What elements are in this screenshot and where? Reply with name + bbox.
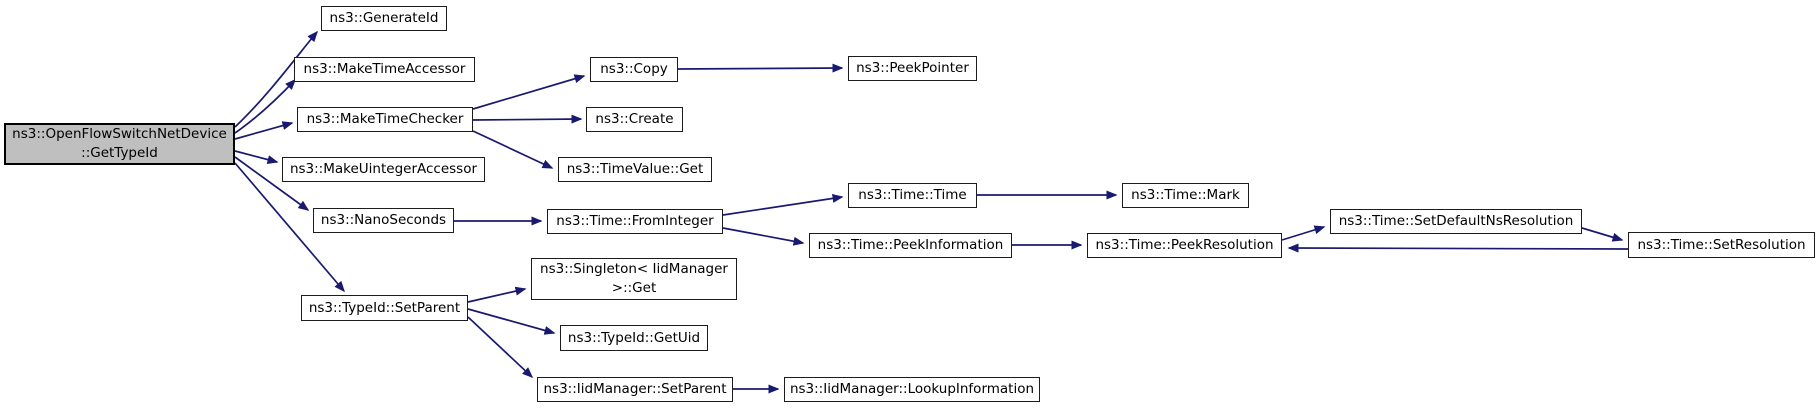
- call-graph-edge-copy-to-peekpointer: [677, 63, 844, 73]
- call-graph-edge-frominteger-to-peekinformation: [722, 227, 805, 246]
- call-graph-edge-frominteger-to-timetime: [722, 193, 844, 216]
- node-label: ns3::Time::SetResolution: [1637, 236, 1806, 253]
- call-graph-edge-gettypeid-to-maketimeaccessor: [234, 78, 297, 134]
- call-graph-node-peekinformation[interactable]: ns3::Time::PeekInformation: [809, 233, 1012, 258]
- call-graph-node-generateid[interactable]: ns3::GenerateId: [321, 6, 447, 31]
- node-label: ns3::Time::PeekResolution: [1095, 237, 1274, 253]
- call-graph-node-create[interactable]: ns3::Create: [586, 107, 683, 132]
- node-label: ns3::TimeValue::Get: [566, 161, 704, 177]
- call-graph-edge-gettypeid-to-maketimechecker: [234, 121, 294, 140]
- call-graph-node-frominteger[interactable]: ns3::Time::FromInteger: [547, 209, 723, 234]
- node-label: ns3::MakeTimeAccessor: [303, 61, 466, 77]
- call-graph-edge-gettypeid-to-nanoseconds: [234, 156, 310, 211]
- call-graph-node-timetime[interactable]: ns3::Time::Time: [848, 183, 977, 208]
- call-graph-node-setdefaultns[interactable]: ns3::Time::SetDefaultNsResolution: [1330, 209, 1582, 234]
- node-label: ns3::Time::PeekInformation: [817, 237, 1004, 253]
- call-graph-edge-maketimechecker-to-timevalueget: [472, 130, 554, 169]
- call-graph-node-makeuintegeraccessor[interactable]: ns3::MakeUintegerAccessor: [282, 157, 485, 182]
- call-graph-edge-maketimechecker-to-copy: [472, 74, 586, 110]
- node-label: >::Get: [611, 280, 657, 296]
- call-graph-edge-gettypeid-to-generateid: [234, 30, 318, 128]
- call-graph-node-copy[interactable]: ns3::Copy: [590, 57, 678, 82]
- call-graph-node-setresolution[interactable]: ns3::Time::SetResolution: [1628, 232, 1815, 258]
- call-graph-edge-gettypeid-to-typeidsetparent: [234, 162, 345, 293]
- node-label: ns3::TypeId::GetUid: [567, 329, 701, 346]
- node-label: ns3::Time::FromInteger: [556, 213, 714, 229]
- node-label: ns3::MakeUintegerAccessor: [289, 161, 478, 177]
- node-label: ::GetTypeId: [81, 145, 158, 161]
- call-graph-node-maketimechecker[interactable]: ns3::MakeTimeChecker: [297, 107, 473, 132]
- node-label: ns3::Time::Mark: [1131, 187, 1240, 203]
- node-label: ns3::Time::Time: [858, 187, 967, 203]
- node-label: ns3::OpenFlowSwitchNetDevice: [12, 126, 227, 142]
- call-graph-edge-setresolution-to-peekresolution: [1287, 243, 1629, 253]
- node-label: ns3::Create: [595, 111, 674, 127]
- call-graph-edge-typeidsetparent-to-typeidgetuid: [467, 308, 556, 335]
- call-graph-node-lookupinformation[interactable]: ns3::IidManager::LookupInformation: [784, 377, 1040, 402]
- call-graph-node-maketimeaccessor[interactable]: ns3::MakeTimeAccessor: [294, 57, 475, 82]
- node-label: ns3::GenerateId: [329, 10, 439, 26]
- call-graph-edge-gettypeid-to-makeuintegeraccessor: [234, 150, 279, 164]
- call-graph-node-nanoseconds[interactable]: ns3::NanoSeconds: [313, 208, 454, 233]
- call-graph-node-peekpointer[interactable]: ns3::PeekPointer: [848, 56, 977, 81]
- call-graph-edge-peekresolution-to-setdefaultns: [1281, 225, 1326, 241]
- node-label: ns3::TypeId::SetParent: [308, 299, 461, 316]
- node-label: ns3::PeekPointer: [856, 60, 969, 76]
- call-graph-edge-typeidsetparent-to-iidsetparent: [467, 316, 534, 379]
- call-graph-node-singletonget[interactable]: ns3::Singleton< IidManager>::Get: [531, 258, 737, 300]
- node-label: ns3::Singleton< IidManager: [540, 261, 728, 277]
- call-graph-edge-setdefaultns-to-setresolution: [1581, 227, 1624, 242]
- call-graph-edge-maketimechecker-to-create: [472, 114, 583, 124]
- node-label: ns3::Time::SetDefaultNsResolution: [1338, 213, 1574, 229]
- node-label: ns3::IidManager::LookupInformation: [789, 381, 1035, 397]
- node-label: ns3::IidManager::SetParent: [543, 381, 727, 397]
- call-graph-node-peekresolution[interactable]: ns3::Time::PeekResolution: [1087, 233, 1282, 258]
- call-graph-node-typeidsetparent[interactable]: ns3::TypeId::SetParent: [301, 295, 468, 321]
- call-graph-node-timemark[interactable]: ns3::Time::Mark: [1122, 183, 1249, 208]
- call-graph-node-gettypeid: ns3::OpenFlowSwitchNetDevice::GetTypeId: [4, 123, 235, 165]
- call-graph-edge-typeidsetparent-to-singletonget: [467, 286, 527, 303]
- node-label: ns3::NanoSeconds: [320, 212, 447, 228]
- call-graph-node-iidsetparent[interactable]: ns3::IidManager::SetParent: [537, 377, 733, 402]
- call-graph-node-timevalueget[interactable]: ns3::TimeValue::Get: [558, 157, 712, 182]
- node-label: ns3::Copy: [600, 61, 668, 77]
- call-graph-node-typeidgetuid[interactable]: ns3::TypeId::GetUid: [560, 325, 708, 351]
- node-label: ns3::MakeTimeChecker: [306, 111, 464, 127]
